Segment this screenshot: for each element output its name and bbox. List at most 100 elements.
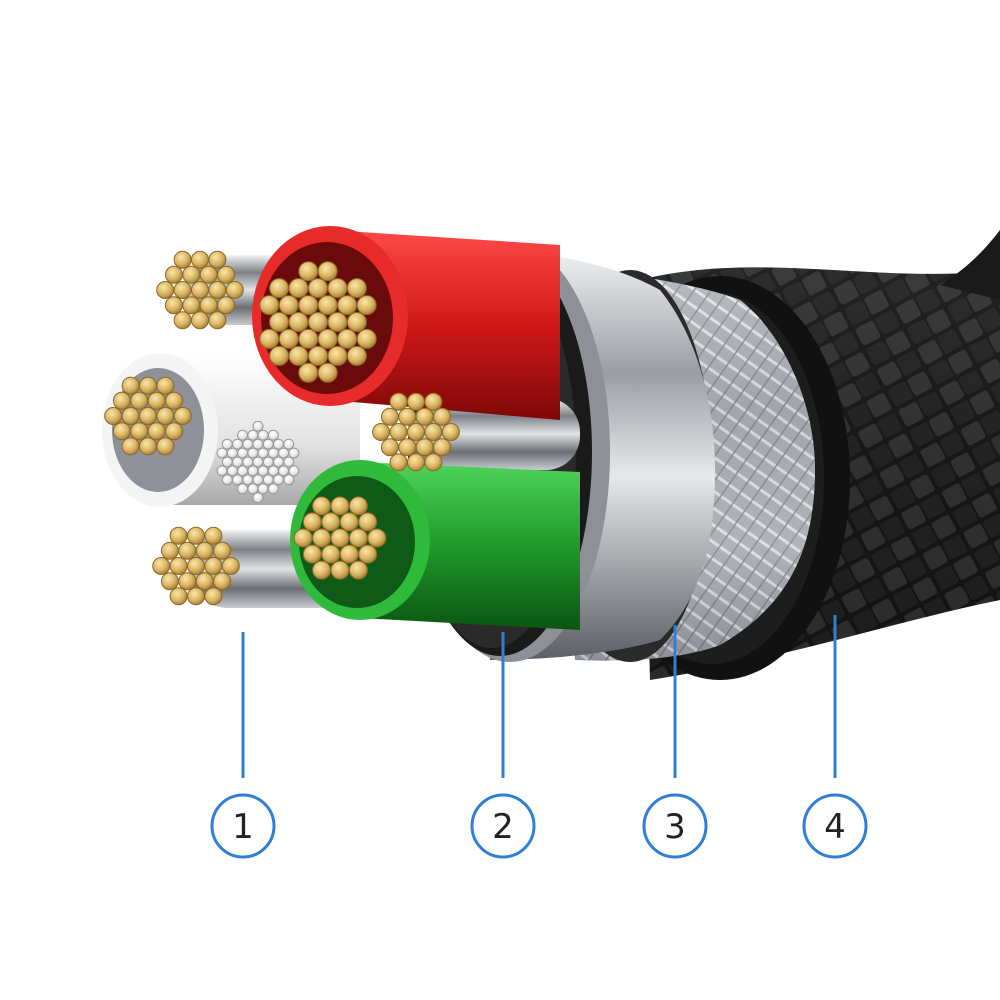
strand [273, 474, 284, 486]
callout-label-2: 2 [492, 807, 514, 847]
strand [221, 438, 233, 450]
strand [139, 407, 157, 425]
callout-1: 1 [210, 793, 276, 859]
strand [242, 474, 254, 486]
strand [173, 407, 192, 425]
strand [337, 295, 358, 316]
strand [372, 423, 391, 441]
strand [232, 474, 243, 486]
strand [389, 392, 408, 411]
strand [298, 261, 319, 282]
strand [247, 483, 259, 495]
strand [424, 453, 443, 472]
strand [187, 526, 205, 545]
strand [165, 391, 184, 410]
strand [178, 541, 197, 560]
strand [191, 311, 209, 330]
strand [242, 438, 254, 450]
strand [312, 560, 332, 580]
strand [242, 456, 254, 468]
strand [267, 429, 279, 441]
strand [278, 295, 299, 316]
strand [267, 447, 279, 459]
callout-label-3: 3 [664, 807, 686, 847]
strand [130, 391, 149, 410]
strand [204, 557, 223, 575]
strand [216, 447, 228, 459]
strand [346, 312, 367, 332]
strand [121, 376, 140, 395]
strand [173, 250, 192, 269]
strand [398, 407, 417, 426]
strand [252, 474, 264, 486]
strand [173, 281, 192, 299]
strand [283, 438, 295, 450]
strand [226, 465, 238, 477]
strand [237, 447, 249, 459]
strand [165, 422, 184, 441]
strand [337, 328, 358, 349]
strand [247, 465, 259, 477]
copper-strand-ends [104, 250, 460, 606]
strand [257, 465, 269, 477]
callout-label-1: 1 [232, 807, 254, 847]
strand [199, 265, 218, 284]
strand [308, 312, 328, 332]
strand [283, 474, 295, 486]
strand [327, 345, 348, 366]
strand [112, 391, 131, 410]
strand [164, 265, 183, 284]
strand [317, 362, 338, 383]
strand [152, 557, 171, 575]
strand [232, 438, 243, 450]
strand [288, 278, 309, 299]
strand [173, 311, 192, 330]
strand [288, 345, 309, 366]
strand [321, 512, 341, 532]
strand [267, 465, 279, 477]
strand [139, 376, 157, 395]
strand [187, 587, 205, 606]
strand [312, 496, 332, 516]
strand [169, 526, 188, 545]
strand [367, 528, 387, 548]
strand [208, 281, 227, 299]
strand [221, 474, 233, 486]
strand [257, 483, 269, 495]
callout-4: 4 [802, 793, 868, 859]
strand [273, 438, 284, 450]
strand [257, 429, 269, 441]
strand [182, 265, 201, 284]
strand [348, 528, 368, 548]
tinned-strand-end [216, 420, 300, 504]
strand [262, 456, 274, 468]
strand [262, 474, 274, 486]
strand [346, 345, 367, 366]
strand [169, 557, 188, 575]
strand [156, 437, 175, 456]
strand [156, 376, 175, 395]
strand [288, 447, 300, 459]
strand [293, 528, 313, 548]
strand [267, 483, 279, 495]
strand [262, 438, 274, 450]
strand [204, 587, 223, 606]
strand [317, 261, 338, 282]
strand [221, 557, 240, 575]
strand [298, 295, 319, 316]
strand [187, 557, 205, 575]
strand [389, 453, 408, 472]
strand [348, 496, 368, 516]
strand [407, 423, 425, 441]
strand [380, 407, 399, 426]
strand [237, 483, 249, 495]
strand [278, 465, 290, 477]
strand [441, 423, 460, 441]
strand [330, 496, 350, 516]
strand [321, 544, 341, 564]
strand [330, 528, 350, 548]
strand [278, 328, 299, 349]
strand [339, 512, 359, 532]
strand [330, 560, 350, 580]
